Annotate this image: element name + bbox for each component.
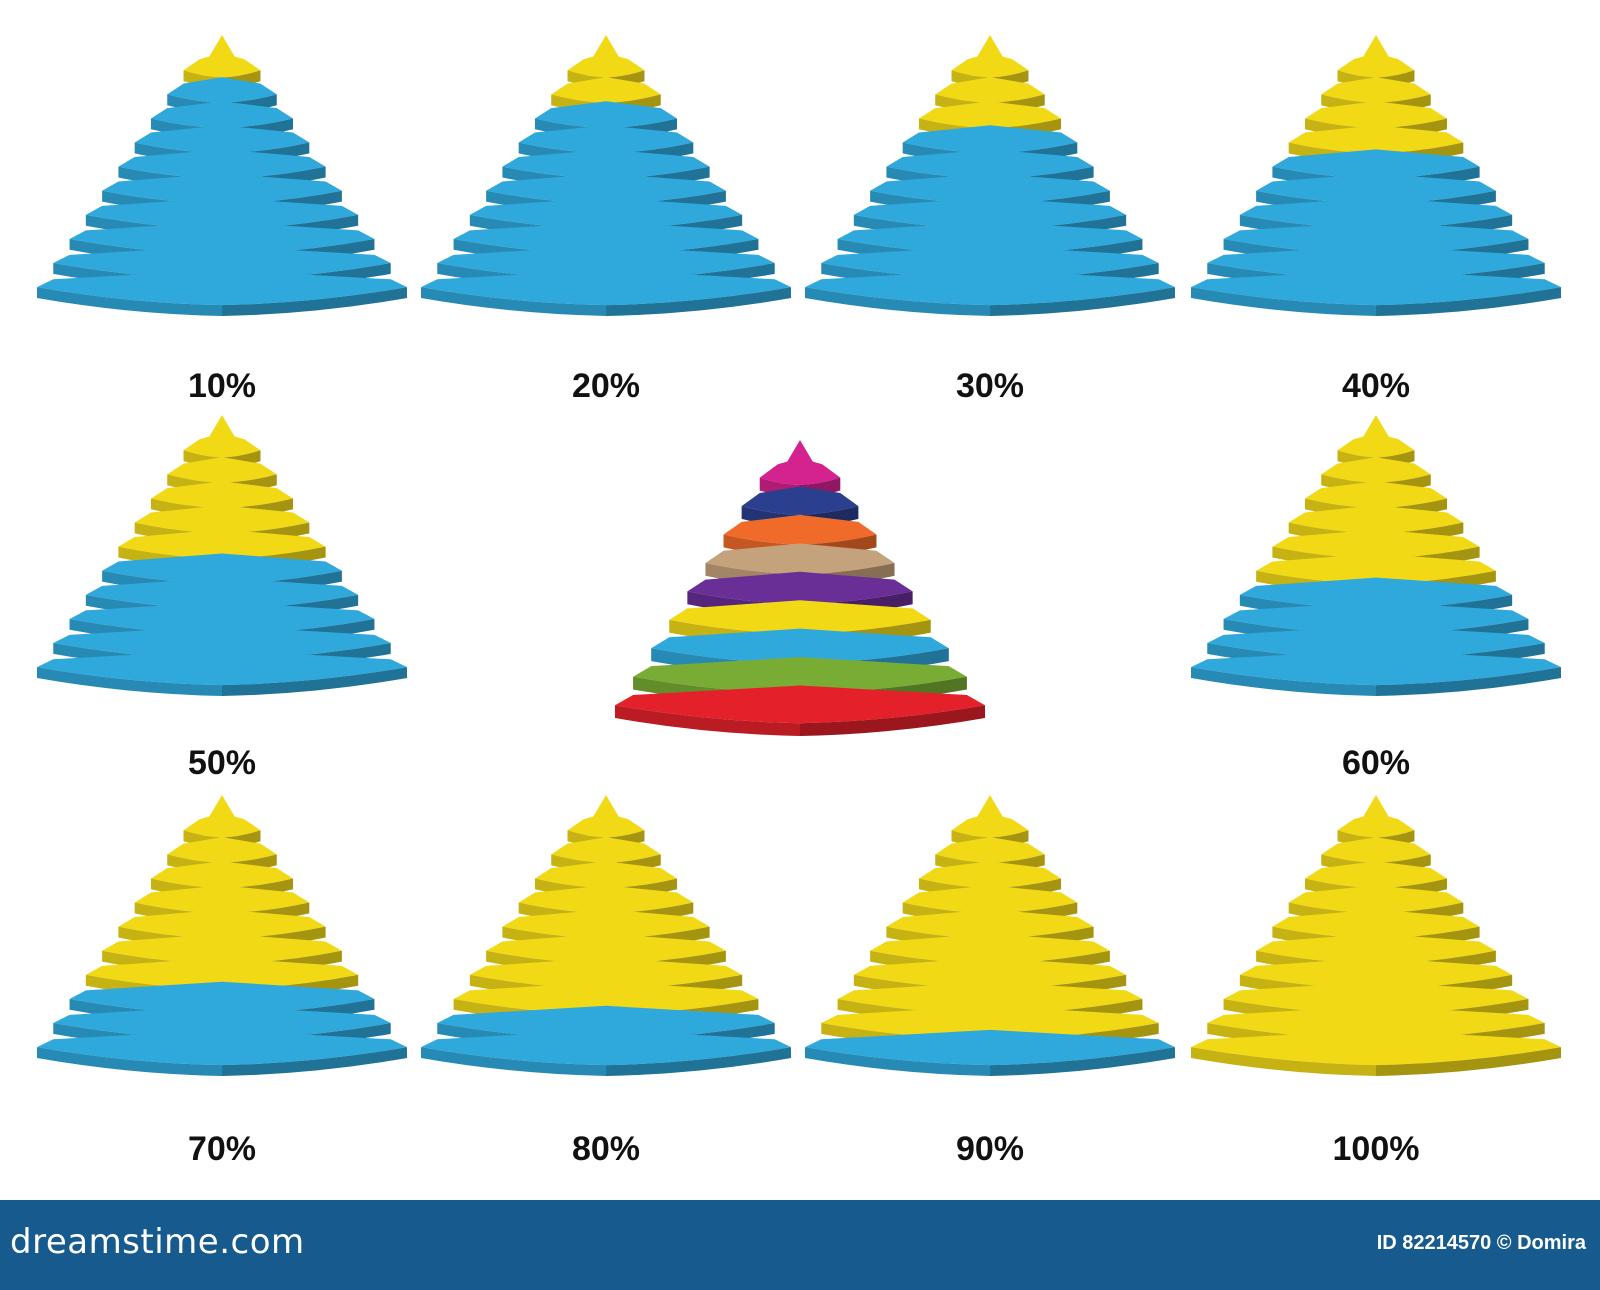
pyramid-30-tier-10 (805, 269, 1175, 316)
pyramid-20-tier-10 (421, 269, 791, 316)
pyramid-70-tip (209, 795, 235, 817)
pyramid-label-30: 30% (956, 367, 1024, 405)
pyramid-30 (805, 35, 1175, 316)
center-multicolor-pyramid-tier-9 (615, 685, 985, 736)
pyramid-label-40: 40% (1342, 367, 1410, 405)
pyramid-50-tip (209, 415, 235, 437)
pyramid-60-tip (1363, 415, 1389, 437)
pyramid-label-100: 100% (1333, 1130, 1420, 1168)
center-multicolor-pyramid (615, 440, 985, 736)
pyramid-100-tier-10 (1191, 1029, 1561, 1076)
pyramid-label-80: 80% (572, 1130, 640, 1168)
pyramid-50-tier-10 (37, 649, 407, 696)
footer-bar: dreamstime.com ID 82214570 © Domira (0, 1200, 1600, 1290)
pyramid-10-tier-10 (37, 269, 407, 316)
pyramid-60 (1191, 415, 1561, 696)
pyramid-label-20: 20% (572, 367, 640, 405)
pyramid-40-tier-10 (1191, 269, 1561, 316)
pyramid-label-70: 70% (188, 1130, 256, 1168)
pyramid-100 (1191, 795, 1561, 1076)
pyramid-10 (37, 35, 407, 316)
pyramid-90-tip (977, 795, 1003, 817)
pyramid-80-tip (593, 795, 619, 817)
pyramid-label-90: 90% (956, 1130, 1024, 1168)
pyramid-label-50: 50% (188, 744, 256, 782)
pyramid-40-tip (1363, 35, 1389, 57)
pyramid-infographic: 10% 20% 30% 40% 50% 60% 70% 80% 90% 100% (37, 35, 1561, 1168)
image-credit: ID 82214570 © Domira (1376, 1232, 1586, 1254)
pyramid-100-tip (1363, 795, 1389, 817)
pyramid-50 (37, 415, 407, 696)
pyramid-90 (805, 795, 1175, 1076)
pyramid-40 (1191, 35, 1561, 316)
pyramid-80-tier-10 (421, 1029, 791, 1076)
pyramid-80 (421, 795, 791, 1076)
pyramid-70 (37, 795, 407, 1076)
pyramid-20-tip (593, 35, 619, 57)
pyramid-70-tier-10 (37, 1029, 407, 1076)
pyramid-60-tier-10 (1191, 649, 1561, 696)
pyramid-label-60: 60% (1342, 744, 1410, 782)
pyramid-20 (421, 35, 791, 316)
site-name[interactable]: dreamstime.com (10, 1222, 305, 1262)
pyramid-30-tip (977, 35, 1003, 57)
center-multicolor-pyramid-tip (787, 440, 813, 462)
pyramid-label-10: 10% (188, 367, 256, 405)
pyramid-10-tip (209, 35, 235, 57)
pyramid-90-tier-10 (805, 1029, 1175, 1076)
